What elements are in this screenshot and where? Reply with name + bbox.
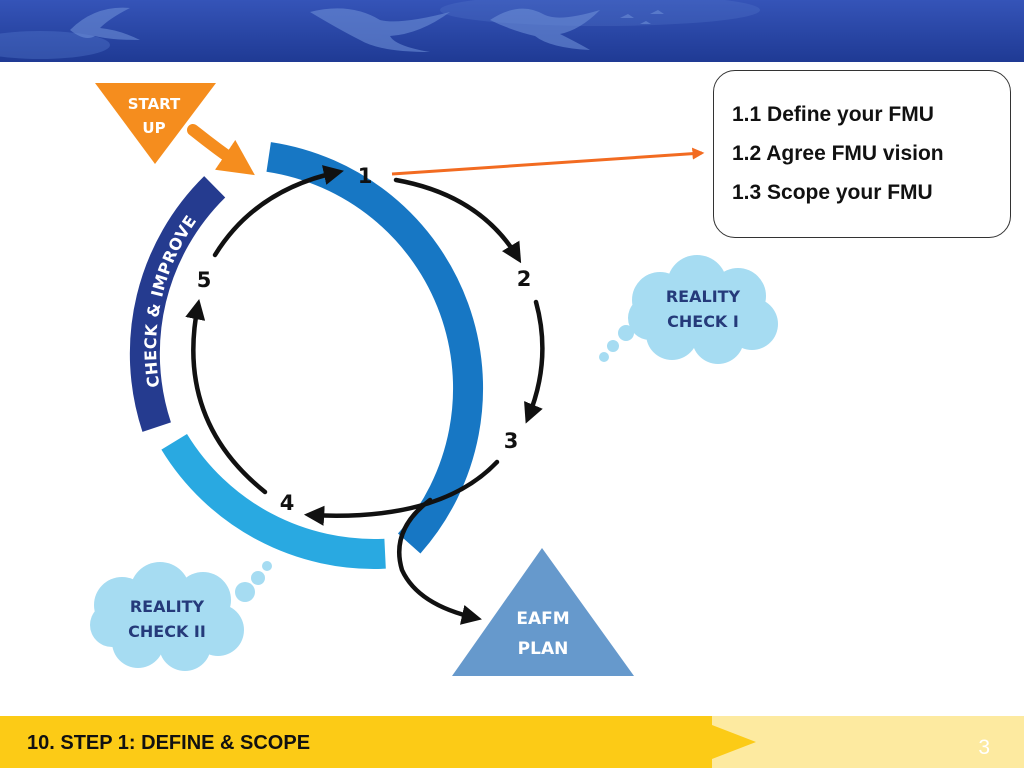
reality-check-2-cloud: [90, 561, 272, 671]
reality-check-2-line1: REALITY: [130, 597, 205, 616]
arrow-to-eafm-plan: [397, 497, 482, 625]
footer-bar: 10. STEP 1: DEFINE & SCOPE 3: [0, 716, 1024, 768]
plan-label-lower: PLAN: [523, 477, 571, 532]
plan-segment: [266, 142, 483, 554]
arrow-5-to-1: [212, 165, 344, 258]
step-number-5: 5: [197, 268, 212, 292]
step-number-1: 1: [358, 164, 373, 188]
reality-check-2-line2: CHECK II: [128, 622, 206, 641]
start-up-triangle: [95, 83, 216, 164]
do-segment: [161, 433, 386, 569]
step-number-2: 2: [517, 267, 532, 291]
header-banner: [0, 0, 1024, 62]
reality-check-1-line2: CHECK I: [667, 312, 739, 331]
step-number-4: 4: [280, 491, 295, 515]
start-up-label-line1: START: [128, 95, 181, 113]
check-improve-segment: [129, 176, 226, 432]
seabird-icon: [70, 7, 664, 52]
callout-item-define-fmu: 1.1 Define your FMU: [732, 103, 934, 126]
eafm-plan-line2: PLAN: [518, 639, 569, 659]
callout-item-agree-vision: 1.2 Agree FMU vision: [732, 142, 944, 165]
eafm-plan-line1: EAFM: [516, 609, 569, 629]
step-number-3: 3: [504, 429, 519, 453]
start-up-label-line2: UP: [142, 119, 165, 137]
callout-item-scope-fmu: 1.3 Scope your FMU: [732, 181, 933, 204]
arrow-1-to-2: [393, 177, 522, 264]
reality-check-1-cloud: [599, 255, 778, 364]
footer-title-band: [0, 716, 712, 768]
page-number: 3: [978, 736, 990, 759]
do-label-bottom: DO: [332, 570, 363, 591]
plan-label-top: PLAN: [341, 117, 396, 139]
footer-arrow-icon: [712, 725, 756, 759]
arrow-2-to-3: [524, 299, 545, 424]
footer-title: 10. STEP 1: DEFINE & SCOPE: [27, 732, 311, 754]
footer-page-band: [712, 716, 1024, 768]
step-1-callout: 1.1 Define your FMU 1.2 Agree FMU vision…: [713, 70, 1011, 238]
reality-check-1-line1: REALITY: [666, 287, 741, 306]
eafm-plan-triangle: [452, 548, 634, 676]
plan-label-right: PLAN: [542, 235, 586, 291]
callout-pointer-arrow: [391, 147, 705, 176]
start-up-arrow: [187, 124, 255, 176]
arrow-4-to-5: [185, 299, 268, 495]
